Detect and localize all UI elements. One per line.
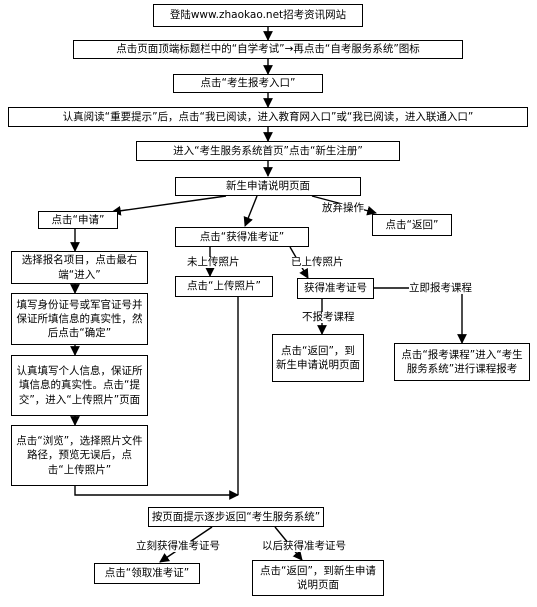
- step-click-apply: 点击“申请”: [38, 211, 118, 229]
- arrow-6-8: [243, 195, 258, 227]
- step-return-system: 按页面提示逐步返回“考生服务系统”: [148, 507, 324, 527]
- step-upload-photo: 点击“上传照片”: [175, 276, 273, 297]
- step-select-project: 选择报名项目，点击最右端“进入”: [11, 251, 148, 284]
- step-read-notice: 认真阅读“重要提示”后，点击“我已阅读，进入教育网入口”或“我已阅读，进入联通入…: [8, 107, 528, 127]
- step-login-site: 登陆www.zhaokao.net招考资讯网站: [153, 4, 363, 27]
- step-fill-id: 填写身份证号或军官证号并保证所填信息的真实性，然后点击“确定”: [11, 293, 148, 345]
- step-new-register: 进入“考生服务系统首页”点击“新生注册”: [136, 141, 400, 161]
- step-course-apply: 点击“报考课程”进入“考生服务系统”进行课程报考: [394, 343, 530, 381]
- label-get-later: 以后获得准考证号: [262, 540, 346, 552]
- step-browse-photo: 点击“浏览”，选择照片文件路径，预览无误后，点击“上传照片”: [11, 425, 148, 486]
- label-not-apply: 不报考课程: [302, 311, 355, 323]
- step-fill-personal: 认真填写个人信息，保证所填信息的真实性。点击“提交”，进入“上传照片”页面: [11, 355, 148, 416]
- step-return-2: 点击“返回”，到新生申请说明页面: [272, 334, 364, 382]
- label-give-up: 放弃操作: [322, 202, 364, 214]
- step-return-3: 点击“返回”，到新生申请说明页面: [252, 560, 384, 596]
- step-admission-number: 获得准考证号: [297, 278, 374, 299]
- step-apply-info-page: 新生申请说明页面: [175, 177, 361, 196]
- step-click-self-exam: 点击页面顶端标题栏中的“自学考试”→再点击“自考服务系统”图标: [73, 40, 463, 59]
- label-apply-now: 立即报考课程: [409, 282, 472, 294]
- arrow-6-7: [111, 195, 227, 216]
- step-get-card: 点击“领取准考证”: [94, 563, 200, 584]
- step-exam-entry: 点击“考生报考入口”: [173, 74, 323, 93]
- step-get-admission: 点击“获得准考证”: [175, 227, 309, 247]
- step-return-1: 点击“返回”: [372, 214, 452, 236]
- label-uploaded: 已上传照片: [291, 256, 344, 268]
- arrow-12-15: [374, 287, 467, 344]
- arrow-17-18: [74, 486, 239, 500]
- label-get-now: 立刻获得准考证号: [136, 540, 220, 552]
- label-not-uploaded: 未上传照片: [187, 256, 240, 268]
